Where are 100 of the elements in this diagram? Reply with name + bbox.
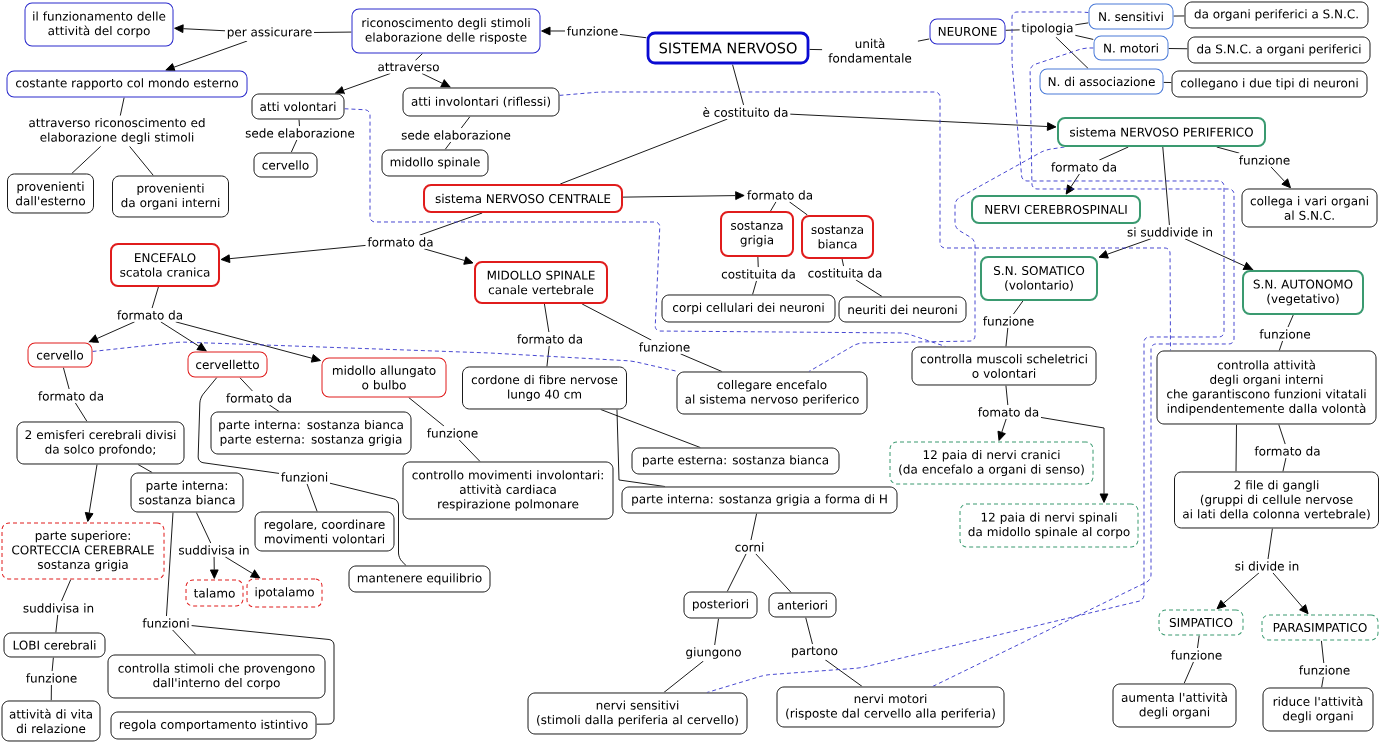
connector-line bbox=[750, 513, 758, 541]
linking-phrase: attraverso riconoscimento ed elaborazione degli stimoli bbox=[29, 117, 205, 145]
connector-line bbox=[732, 64, 745, 105]
concept-box: 12 paia di nervi cranici (da encefalo a organi di senso) bbox=[889, 441, 1094, 485]
connector-line bbox=[543, 304, 550, 333]
linking-phrase: giungono bbox=[686, 647, 741, 659]
arrow bbox=[220, 244, 367, 264]
concept-box: provenienti da organi interni bbox=[112, 175, 229, 218]
connector-line bbox=[313, 31, 352, 33]
connector-line bbox=[1173, 15, 1185, 17]
connector-line bbox=[1098, 147, 1129, 161]
arrow bbox=[1270, 166, 1291, 189]
concept-box: atti involontari (riflessi) bbox=[402, 87, 560, 117]
concept-box: cordone di fibre nervose lungo 40 cm bbox=[462, 366, 627, 410]
arrow bbox=[224, 556, 261, 579]
arrow bbox=[789, 113, 1057, 131]
concept-box: regola comportamento istintivo bbox=[110, 711, 317, 740]
concept-box: controlla attività degli organi interni che garantiscono funzioni vitatali indipendentemente dalla volontà bbox=[1156, 350, 1377, 425]
connector-line bbox=[726, 553, 747, 592]
concept-box: ipotalamo bbox=[246, 578, 323, 608]
connector-line bbox=[1278, 340, 1284, 351]
connector-line bbox=[51, 657, 54, 672]
concept-box: nervi motori (risposte dal cervello alla periferia) bbox=[776, 686, 1005, 728]
concept-box: collega i vari organi al S.N.C. bbox=[1241, 188, 1378, 228]
connector-line bbox=[805, 617, 813, 645]
concept-box: mantenere equilibrio bbox=[348, 565, 491, 593]
connector-line bbox=[195, 512, 212, 544]
connector-line bbox=[444, 141, 452, 150]
connector-line bbox=[1197, 635, 1200, 649]
concept-box: collegano i due tipi di neuroni bbox=[1171, 70, 1368, 98]
connector-line bbox=[298, 119, 300, 127]
linking-phrase: costituita da bbox=[808, 268, 882, 278]
dashed-line bbox=[559, 91, 1171, 351]
concept-box: LOBI cerebrali bbox=[3, 632, 106, 658]
arrow bbox=[1040, 416, 1109, 503]
connector-line bbox=[1321, 676, 1324, 688]
linking-phrase: funzione bbox=[567, 26, 618, 36]
connector-line bbox=[1320, 640, 1325, 664]
connector-line bbox=[460, 116, 471, 129]
connector-line bbox=[1005, 385, 1009, 406]
linking-phrase: formato da bbox=[747, 190, 812, 200]
concept-box: parte esterna: sostanza bianca bbox=[631, 447, 840, 475]
dashed-line bbox=[808, 146, 1065, 372]
concept-box: cervello bbox=[27, 342, 93, 368]
concept-box: provenienti dall'esterno bbox=[7, 173, 94, 214]
dashed-line bbox=[932, 47, 1235, 687]
concept-box: N. motori bbox=[1093, 35, 1169, 61]
linking-phrase: sede elaborazione bbox=[401, 130, 511, 140]
concept-box: aumenta l'attività degli organi bbox=[1112, 683, 1237, 728]
concept-box: NERVI CEREBROSPINALI bbox=[971, 195, 1141, 224]
linking-phrase: funzioni bbox=[142, 618, 189, 628]
arrow bbox=[160, 321, 207, 352]
connector-line bbox=[74, 402, 88, 422]
connector-line bbox=[1282, 457, 1287, 472]
arrow bbox=[88, 321, 136, 343]
linking-phrase: suddivisa in bbox=[23, 603, 94, 613]
linking-phrase: si divide in bbox=[1235, 561, 1299, 571]
arrow bbox=[1184, 238, 1253, 271]
concept-box: sostanza bianca bbox=[801, 215, 874, 259]
concept-box: SISTEMA NERVOSO bbox=[646, 31, 810, 65]
arrow bbox=[622, 191, 745, 200]
concept-box: riduce l'attività degli organi bbox=[1262, 687, 1374, 732]
concept-box: controlla muscoli scheletrici o volontari bbox=[911, 346, 1097, 386]
connector-line bbox=[1162, 147, 1170, 226]
connector-line bbox=[770, 201, 777, 211]
arrow bbox=[165, 40, 248, 71]
connector-line bbox=[1235, 424, 1237, 472]
connector-line bbox=[329, 482, 407, 566]
linking-phrase: unità fondamentale bbox=[828, 38, 912, 63]
connector-line bbox=[414, 53, 424, 61]
arrow bbox=[334, 73, 391, 95]
concept-box: parte interna: sostanza bianca parte esterna: sostanza grigia bbox=[210, 411, 412, 455]
connector-line bbox=[581, 303, 652, 341]
concept-box: N. di associazione bbox=[1039, 68, 1164, 95]
concept-box: parte interna: sostanza bianca bbox=[130, 472, 244, 513]
connector-line bbox=[419, 212, 483, 236]
concept-box: talamo bbox=[185, 579, 244, 607]
connector-line bbox=[290, 139, 298, 153]
connector-line bbox=[268, 404, 280, 412]
arrow bbox=[209, 556, 219, 579]
concept-box: il funzionamento delle attività del corpo bbox=[24, 2, 174, 47]
concept-box: cervello bbox=[253, 152, 318, 178]
arrow bbox=[1272, 572, 1309, 615]
concept-box: SIMPATICO bbox=[1158, 609, 1244, 636]
linking-phrase: tipologia bbox=[1021, 23, 1073, 35]
linking-phrase: costituita da bbox=[721, 269, 795, 279]
concept-box: S.N. AUTONOMO (vegetativo) bbox=[1242, 270, 1364, 315]
connector-line bbox=[1163, 81, 1172, 83]
concept-box: da S.N.C. a organi periferici bbox=[1187, 36, 1371, 64]
connector-line bbox=[62, 367, 70, 390]
connector-line bbox=[1267, 528, 1273, 560]
connector-line bbox=[1278, 424, 1286, 445]
arrow bbox=[541, 26, 566, 36]
concept-box: neuriti dei neuroni bbox=[838, 296, 967, 323]
concept-box: regolare, coordinare movimenti volontari bbox=[254, 511, 395, 552]
connector-line bbox=[1287, 315, 1294, 328]
connector-line bbox=[755, 553, 792, 593]
concept-box: midollo spinale bbox=[381, 149, 489, 177]
concept-box: attività di vita di relazione bbox=[1, 700, 101, 742]
connector-line bbox=[1005, 327, 1009, 347]
